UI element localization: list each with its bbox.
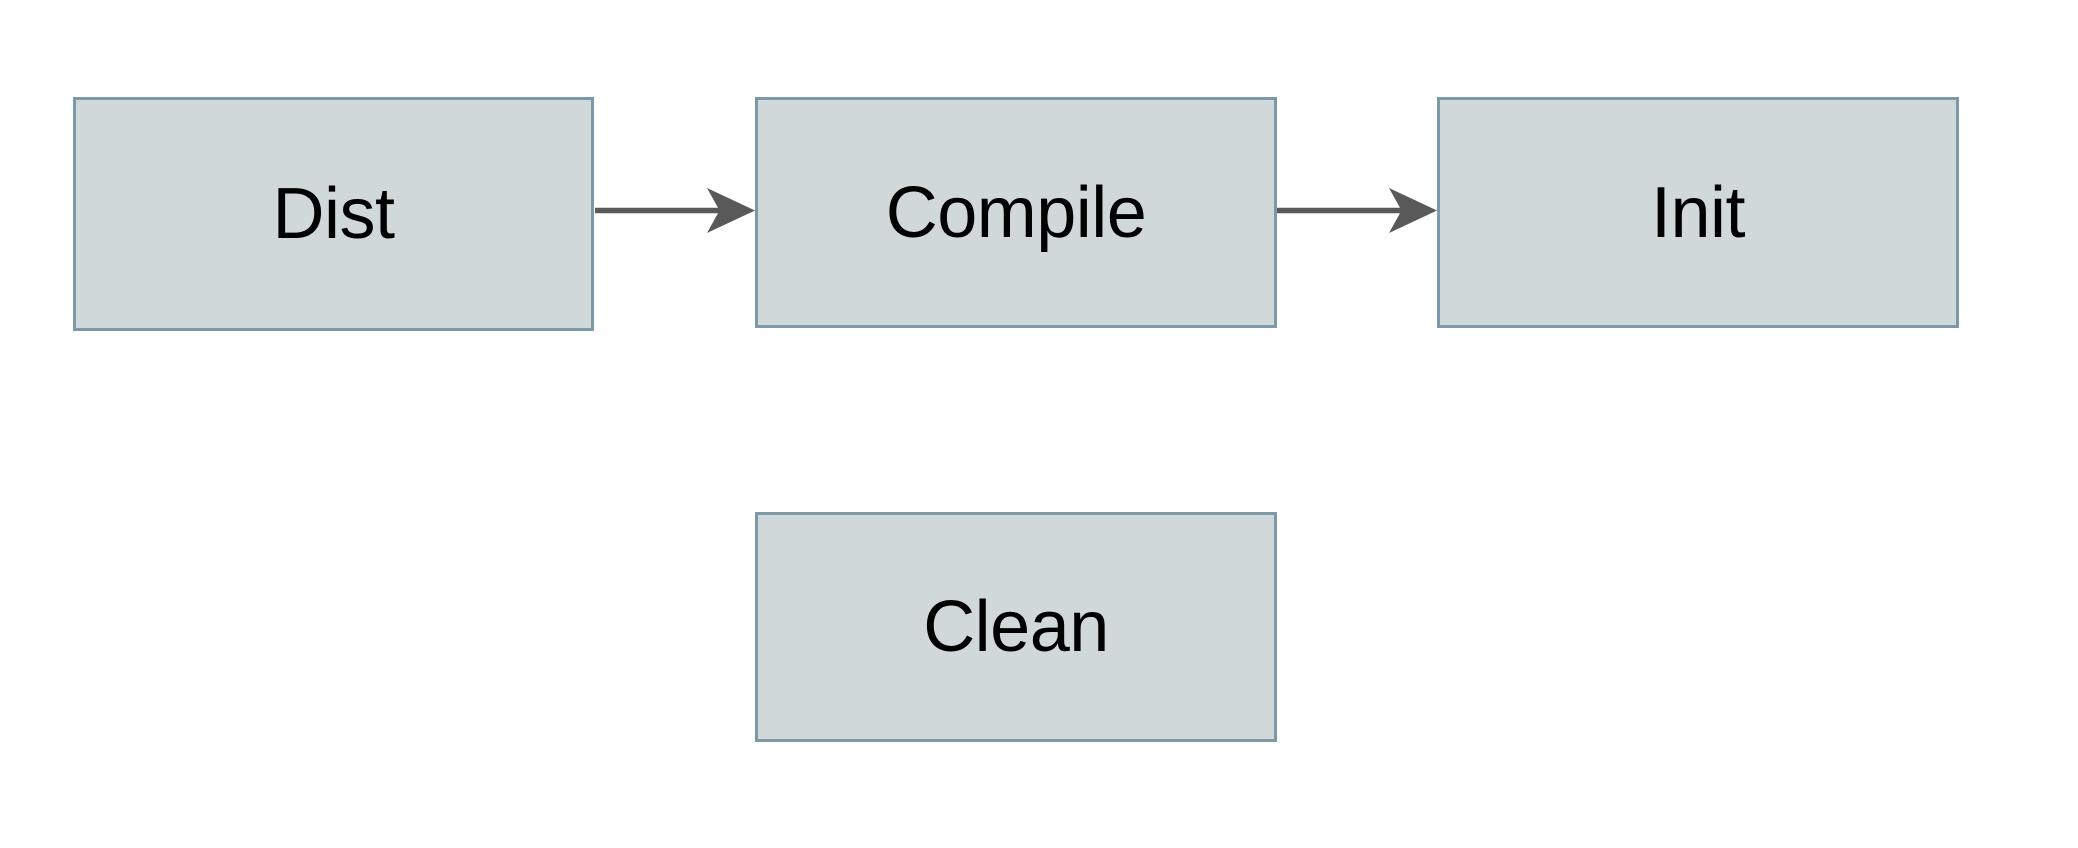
- node-init-label: Init: [1650, 172, 1746, 253]
- node-dist[interactable]: Dist: [73, 97, 594, 331]
- node-compile-label: Compile: [885, 172, 1147, 253]
- node-init[interactable]: Init: [1437, 97, 1959, 328]
- node-clean[interactable]: Clean: [755, 512, 1277, 742]
- edge-compile-to-init[interactable]: [1277, 185, 1439, 237]
- node-compile[interactable]: Compile: [755, 97, 1277, 328]
- arrowhead-icon: [1389, 188, 1437, 233]
- node-dist-label: Dist: [272, 174, 396, 254]
- edge-dist-to-compile[interactable]: [595, 185, 757, 237]
- arrowhead-icon: [707, 188, 755, 233]
- node-clean-label: Clean: [923, 587, 1109, 667]
